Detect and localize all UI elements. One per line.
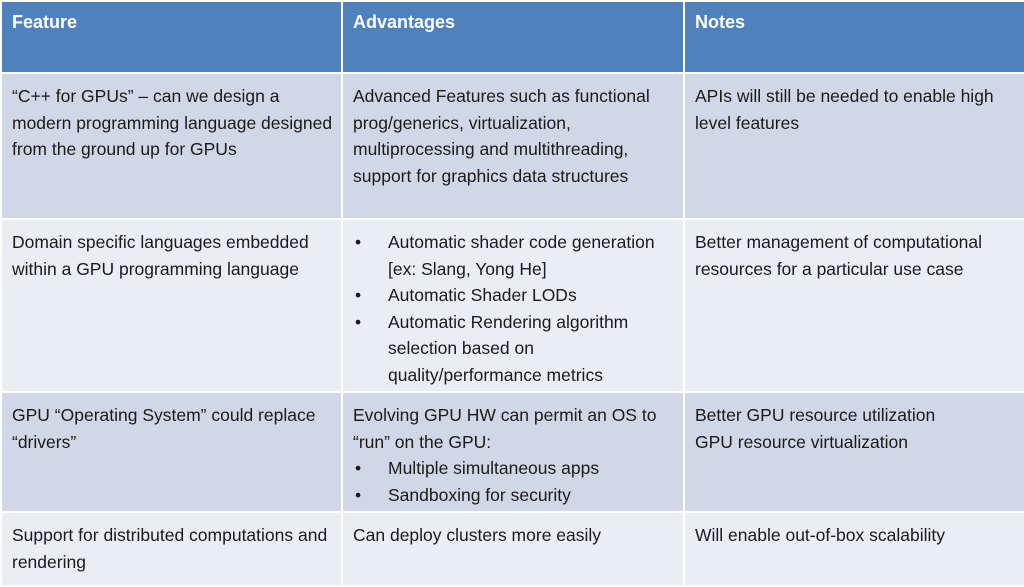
notes-cell: Will enable out-of-box scalability [683, 511, 1024, 587]
bullet-icon: • [355, 484, 362, 505]
bullet-text: Multiple simultaneous apps [388, 458, 600, 478]
notes-cell: Better management of computational resou… [683, 218, 1024, 393]
column-header-advantages: Advantages [341, 0, 685, 74]
table-row: “C++ for GPUs” – can we design a modern … [0, 72, 1024, 220]
bullet-item: • Automatic Shader LODs [353, 282, 675, 309]
bullet-item: • Automatic shader code generation [ex: … [353, 229, 675, 282]
notes-cell: Better GPU resource utilization GPU reso… [683, 391, 1024, 513]
bullet-icon: • [355, 458, 362, 478]
column-header-feature: Feature [0, 0, 343, 74]
advantages-cell: • Automatic shader code generation [ex: … [341, 218, 685, 393]
advantages-cell: Evolving GPU HW can permit an OS to “run… [341, 391, 685, 513]
bullet-text: Automatic Shader LODs [388, 285, 577, 305]
bullet-item: • Sandboxing for security [353, 482, 675, 509]
advantages-cell: Advanced Features such as functional pro… [341, 72, 685, 220]
column-header-notes: Notes [683, 0, 1024, 74]
feature-cell: Domain specific languages embedded withi… [0, 218, 343, 393]
bullet-text: Sandboxing for security [388, 484, 571, 505]
advantages-bullet-list: • Multiple simultaneous apps • Sandboxin… [353, 455, 675, 508]
table-row: Support for distributed computations and… [0, 511, 1024, 587]
feature-cell: “C++ for GPUs” – can we design a modern … [0, 72, 343, 220]
bullet-text: Automatic shader code generation [ex: Sl… [388, 232, 655, 279]
notes-line: GPU resource virtualization [695, 431, 908, 452]
table-row: GPU “Operating System” could replace “dr… [0, 391, 1024, 513]
bullet-icon: • [355, 311, 362, 332]
notes-line: Better GPU resource utilization [695, 405, 936, 425]
notes-cell: APIs will still be needed to enable high… [683, 72, 1024, 220]
table-row: Domain specific languages embedded withi… [0, 218, 1024, 393]
bullet-icon: • [355, 232, 362, 252]
bullet-text: Automatic Rendering algorithm selection … [388, 311, 629, 385]
bullet-icon: • [355, 285, 362, 305]
feature-cell: Support for distributed computations and… [0, 511, 343, 587]
advantages-bullet-list: • Automatic shader code generation [ex: … [353, 229, 675, 388]
advantages-intro: Evolving GPU HW can permit an OS to “run… [353, 405, 657, 452]
bullet-item: • Automatic Rendering algorithm selectio… [353, 309, 675, 389]
feature-cell: GPU “Operating System” could replace “dr… [0, 391, 343, 513]
advantages-cell: Can deploy clusters more easily [341, 511, 685, 587]
table-header-row: Feature Advantages Notes [0, 0, 1024, 74]
bullet-item: • Multiple simultaneous apps [353, 455, 675, 482]
